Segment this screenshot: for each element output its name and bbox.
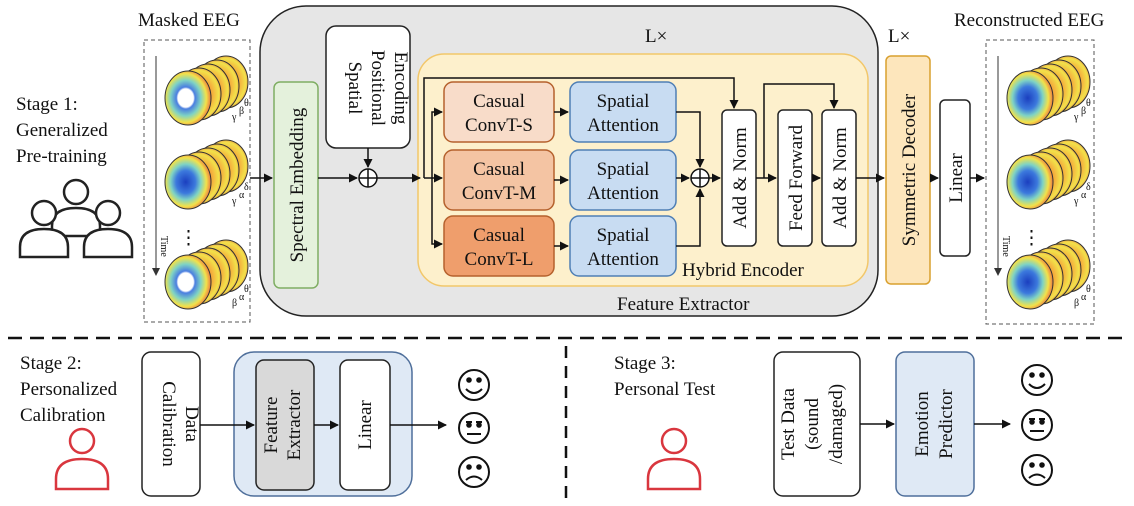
svg-text:δ: δ <box>244 182 249 193</box>
calibration-data-line1: Calibration <box>158 381 179 467</box>
emotion-predictor-line2: Predictor <box>936 389 957 459</box>
svg-text:γ: γ <box>1073 112 1079 123</box>
linear-label-stage2: Linear <box>355 400 376 450</box>
reconstructed-eeg-panel: Time ⋮ γ β θ γ α δ <box>985 39 1095 325</box>
svg-text:β: β <box>1081 106 1086 117</box>
test-data-line1: Test Data <box>778 387 799 460</box>
spectral-embedding-block <box>273 81 319 289</box>
conv-l-line2: ConvT-L <box>465 249 534 270</box>
masked-eeg-panel: Time ⋮ γ β θ γ α δ <box>143 39 251 323</box>
masked-time-label: Time <box>158 236 169 257</box>
attention-block-m <box>569 149 677 211</box>
neutral-face-icon-stage3 <box>1021 409 1053 441</box>
sad-face-icon <box>458 456 490 488</box>
conv-s-line1: Casual <box>473 91 525 112</box>
conv-m-line1: Casual <box>473 159 525 180</box>
stage1-label-line2: Generalized <box>16 120 108 141</box>
reconstructed-eeg-stack-2 <box>1006 139 1091 210</box>
add-operator-2 <box>690 168 710 188</box>
svg-text:α: α <box>1081 292 1087 303</box>
svg-text:θ: θ <box>1086 98 1091 109</box>
masked-band-labels: γ β θ γ α δ β α θ <box>231 98 249 309</box>
svg-text:α: α <box>1081 190 1087 201</box>
attention-s-line2: Attention <box>587 115 659 136</box>
person-icon-stage3 <box>646 427 702 491</box>
masked-eeg-stack-3 <box>164 239 249 310</box>
svg-text:β: β <box>232 298 237 309</box>
feature-extractor-line2: Extractor <box>284 389 305 460</box>
decoder-repeat-label: L× <box>888 26 910 47</box>
test-data-line3: /damaged) <box>826 384 847 464</box>
reconstructed-eeg-stack-1 <box>1006 55 1091 126</box>
reconstructed-ellipsis: ⋮ <box>1022 228 1041 249</box>
svg-text:β: β <box>239 106 244 117</box>
stage1-label-line3: Pre-training <box>16 146 107 167</box>
attention-s-line1: Spatial <box>597 91 650 112</box>
stage3-label-line1: Stage 3: <box>614 353 676 374</box>
symmetric-decoder-block <box>885 55 931 285</box>
attention-m-line2: Attention <box>587 183 659 204</box>
people-group-icon <box>18 178 134 259</box>
attention-m-line1: Spatial <box>597 159 650 180</box>
add-operator-1 <box>358 168 378 188</box>
stage2-label-line3: Calibration <box>20 405 106 426</box>
svg-text:α: α <box>239 190 245 201</box>
masked-eeg-stack-1 <box>164 55 249 126</box>
stage1-label-line1: Stage 1: <box>16 94 78 115</box>
happy-face-icon <box>458 369 490 401</box>
attention-l-line1: Spatial <box>597 225 650 246</box>
feature-extractor-line1: Feature <box>261 397 282 454</box>
add-norm-label-2: Add & Norm <box>830 127 851 229</box>
hybrid-encoder-title: Hybrid Encoder <box>682 260 805 281</box>
stage1-label: Stage 1: Generalized Pre-training <box>16 94 108 167</box>
conv-m-line2: ConvT-M <box>462 183 536 204</box>
emotion-predictor-line1: Emotion <box>912 391 933 457</box>
masked-eeg-title: Masked EEG <box>138 10 240 31</box>
spectral-embedding-label: Spectral Embedding <box>287 107 308 262</box>
svg-text:θ: θ <box>244 98 249 109</box>
masked-eeg-stack-2 <box>164 139 249 210</box>
happy-face-icon-stage3 <box>1021 364 1053 396</box>
extractor-repeat-label: L× <box>645 26 667 47</box>
add-norm-label-1: Add & Norm <box>730 127 751 229</box>
reconstructed-time-label: Time <box>1000 236 1011 257</box>
emotion-predictor-block <box>895 351 975 497</box>
person-icon-stage2 <box>54 427 110 491</box>
stage3-label-line2: Personal Test <box>614 379 716 400</box>
svg-text:θ: θ <box>244 284 249 295</box>
stage2-label-line1: Stage 2: <box>20 353 82 374</box>
conv-s-line2: ConvT-S <box>465 115 533 136</box>
stage2-label: Stage 2: Personalized Calibration <box>20 353 118 426</box>
symmetric-decoder-label: Symmetric Decoder <box>899 93 920 246</box>
neutral-face-icon <box>458 412 490 444</box>
svg-text:γ: γ <box>231 196 237 207</box>
reconstructed-eeg-title: Reconstructed EEG <box>954 10 1105 31</box>
feature-extractor-title: Feature Extractor <box>617 294 750 315</box>
stage1-connectors <box>250 77 985 251</box>
calibration-data-block <box>141 351 201 497</box>
test-data-line2: (sound <box>802 398 823 450</box>
positional-encoding-line3: Encoding <box>390 52 411 125</box>
svg-text:γ: γ <box>231 112 237 123</box>
calibration-data-line2: Data <box>181 406 202 442</box>
svg-text:δ: δ <box>1086 182 1091 193</box>
svg-text:γ: γ <box>1073 196 1079 207</box>
attention-l-line2: Attention <box>587 249 659 270</box>
conv-l-line1: Casual <box>473 225 525 246</box>
svg-text:β: β <box>1074 298 1079 309</box>
sad-face-icon-stage3 <box>1021 454 1053 486</box>
positional-encoding-line2: Positional <box>367 50 388 126</box>
reconstructed-eeg-stack-3 <box>1006 239 1091 310</box>
masked-ellipsis: ⋮ <box>179 228 198 249</box>
feed-forward-label: Feed Forward <box>786 124 807 231</box>
positional-encoding-line1: Spatial <box>344 62 365 115</box>
svg-text:θ: θ <box>1086 284 1091 295</box>
svg-text:α: α <box>239 292 245 303</box>
stage3-label: Stage 3: Personal Test <box>614 353 716 400</box>
linear-label-stage1: Linear <box>946 153 967 203</box>
reconstructed-band-labels: γ β θ γ α δ β α θ <box>1073 98 1091 309</box>
stage2-label-line2: Personalized <box>20 379 118 400</box>
